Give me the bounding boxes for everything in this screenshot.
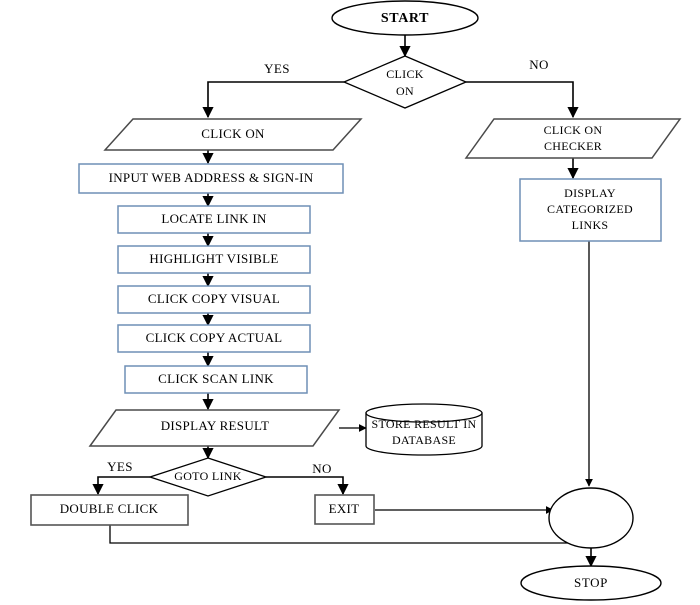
- click-on-io-label: CLICK ON: [201, 126, 265, 141]
- node-double-click[interactable]: DOUBLE CLICK: [30, 494, 189, 526]
- click-copy-actual-box: [117, 324, 311, 353]
- node-display-result[interactable]: DISPLAY RESULT: [88, 409, 341, 447]
- branch-label-goto-link-no: NO: [312, 461, 332, 476]
- branch-label-click-on-yes: YES: [264, 61, 290, 76]
- database-cylinder-body: [365, 412, 483, 456]
- store-result-line1: STORE RESULT IN: [372, 417, 477, 431]
- display-result-label: DISPLAY RESULT: [161, 418, 270, 433]
- node-highlight-visible[interactable]: HIGHLIGHT VISIBLE: [117, 245, 311, 274]
- click-on-parallelogram: [103, 118, 363, 151]
- node-click-on-checker[interactable]: CLICK ON CHECKER: [464, 118, 682, 159]
- display-categorized-line2: CATEGORIZED: [547, 202, 633, 216]
- node-exit[interactable]: EXIT: [314, 494, 375, 525]
- node-click-copy-visual[interactable]: CLICK COPY VISUAL: [117, 285, 311, 314]
- highlight-visible-label: HIGHLIGHT VISIBLE: [149, 251, 278, 266]
- click-scan-link-label: CLICK SCAN LINK: [158, 371, 274, 386]
- click-on-checker-line1: CLICK ON: [544, 123, 603, 137]
- locate-link-box: [117, 205, 311, 234]
- click-copy-visual-label: CLICK COPY VISUAL: [148, 291, 280, 306]
- click-scan-link-box: [124, 365, 308, 394]
- goto-link-diamond: [147, 457, 269, 497]
- double-click-label: DOUBLE CLICK: [60, 501, 159, 516]
- double-click-box: [30, 494, 189, 526]
- display-result-parallelogram: [88, 409, 341, 447]
- node-click-scan-link[interactable]: CLICK SCAN LINK: [124, 365, 308, 394]
- highlight-visible-box: [117, 245, 311, 274]
- node-click-on-io[interactable]: CLICK ON: [103, 118, 363, 151]
- stop-oval: [520, 565, 662, 601]
- node-store-result-database[interactable]: STORE RESULT IN DATABASE: [365, 403, 483, 456]
- click-copy-actual-label: CLICK COPY ACTUAL: [146, 330, 283, 345]
- node-merge-connector[interactable]: [548, 487, 634, 549]
- branch-label-click-on-no: NO: [529, 57, 549, 72]
- exit-label: EXIT: [329, 501, 360, 516]
- merge-connector-circle: [548, 487, 634, 549]
- display-categorized-line1: DISPLAY: [564, 186, 616, 200]
- click-on-decision-line1: CLICK: [386, 67, 424, 81]
- input-web-address-box: [78, 163, 344, 194]
- node-input-web-address[interactable]: INPUT WEB ADDRESS & SIGN-IN: [78, 163, 344, 194]
- stop-label: STOP: [574, 575, 608, 590]
- locate-link-label: LOCATE LINK IN: [161, 211, 267, 226]
- input-web-address-label: INPUT WEB ADDRESS & SIGN-IN: [109, 170, 314, 185]
- node-start[interactable]: START: [331, 0, 479, 36]
- node-goto-link-decision[interactable]: GOTO LINK: [147, 457, 269, 497]
- node-click-on-decision[interactable]: CLICK ON: [342, 55, 468, 109]
- node-display-categorized-links[interactable]: DISPLAY CATEGORIZED LINKS: [519, 178, 662, 242]
- node-locate-link[interactable]: LOCATE LINK IN: [117, 205, 311, 234]
- node-click-copy-actual[interactable]: CLICK COPY ACTUAL: [117, 324, 311, 353]
- exit-box: [314, 494, 375, 525]
- click-copy-visual-box: [117, 285, 311, 314]
- edge-doubleclick-to-merge: [109, 525, 586, 547]
- start-oval: [331, 0, 479, 36]
- click-on-decision-line2: ON: [396, 84, 414, 98]
- store-result-line2: DATABASE: [392, 433, 456, 447]
- edge-click-on-no: [466, 81, 579, 119]
- branch-label-goto-link-yes: YES: [107, 459, 133, 474]
- edge-gotolink-yes: [92, 476, 150, 496]
- goto-link-label: GOTO LINK: [174, 469, 242, 483]
- click-on-checker-parallelogram: [464, 118, 682, 159]
- database-cylinder-top: [365, 403, 483, 423]
- node-stop[interactable]: STOP: [520, 565, 662, 601]
- start-label: START: [381, 11, 429, 26]
- display-categorized-line3: LINKS: [572, 218, 609, 232]
- click-on-diamond: [342, 55, 468, 109]
- click-on-checker-line2: CHECKER: [544, 139, 602, 153]
- edge-click-on-yes: [202, 81, 344, 119]
- display-categorized-box: [519, 178, 662, 242]
- edge-gotolink-no: [266, 476, 349, 496]
